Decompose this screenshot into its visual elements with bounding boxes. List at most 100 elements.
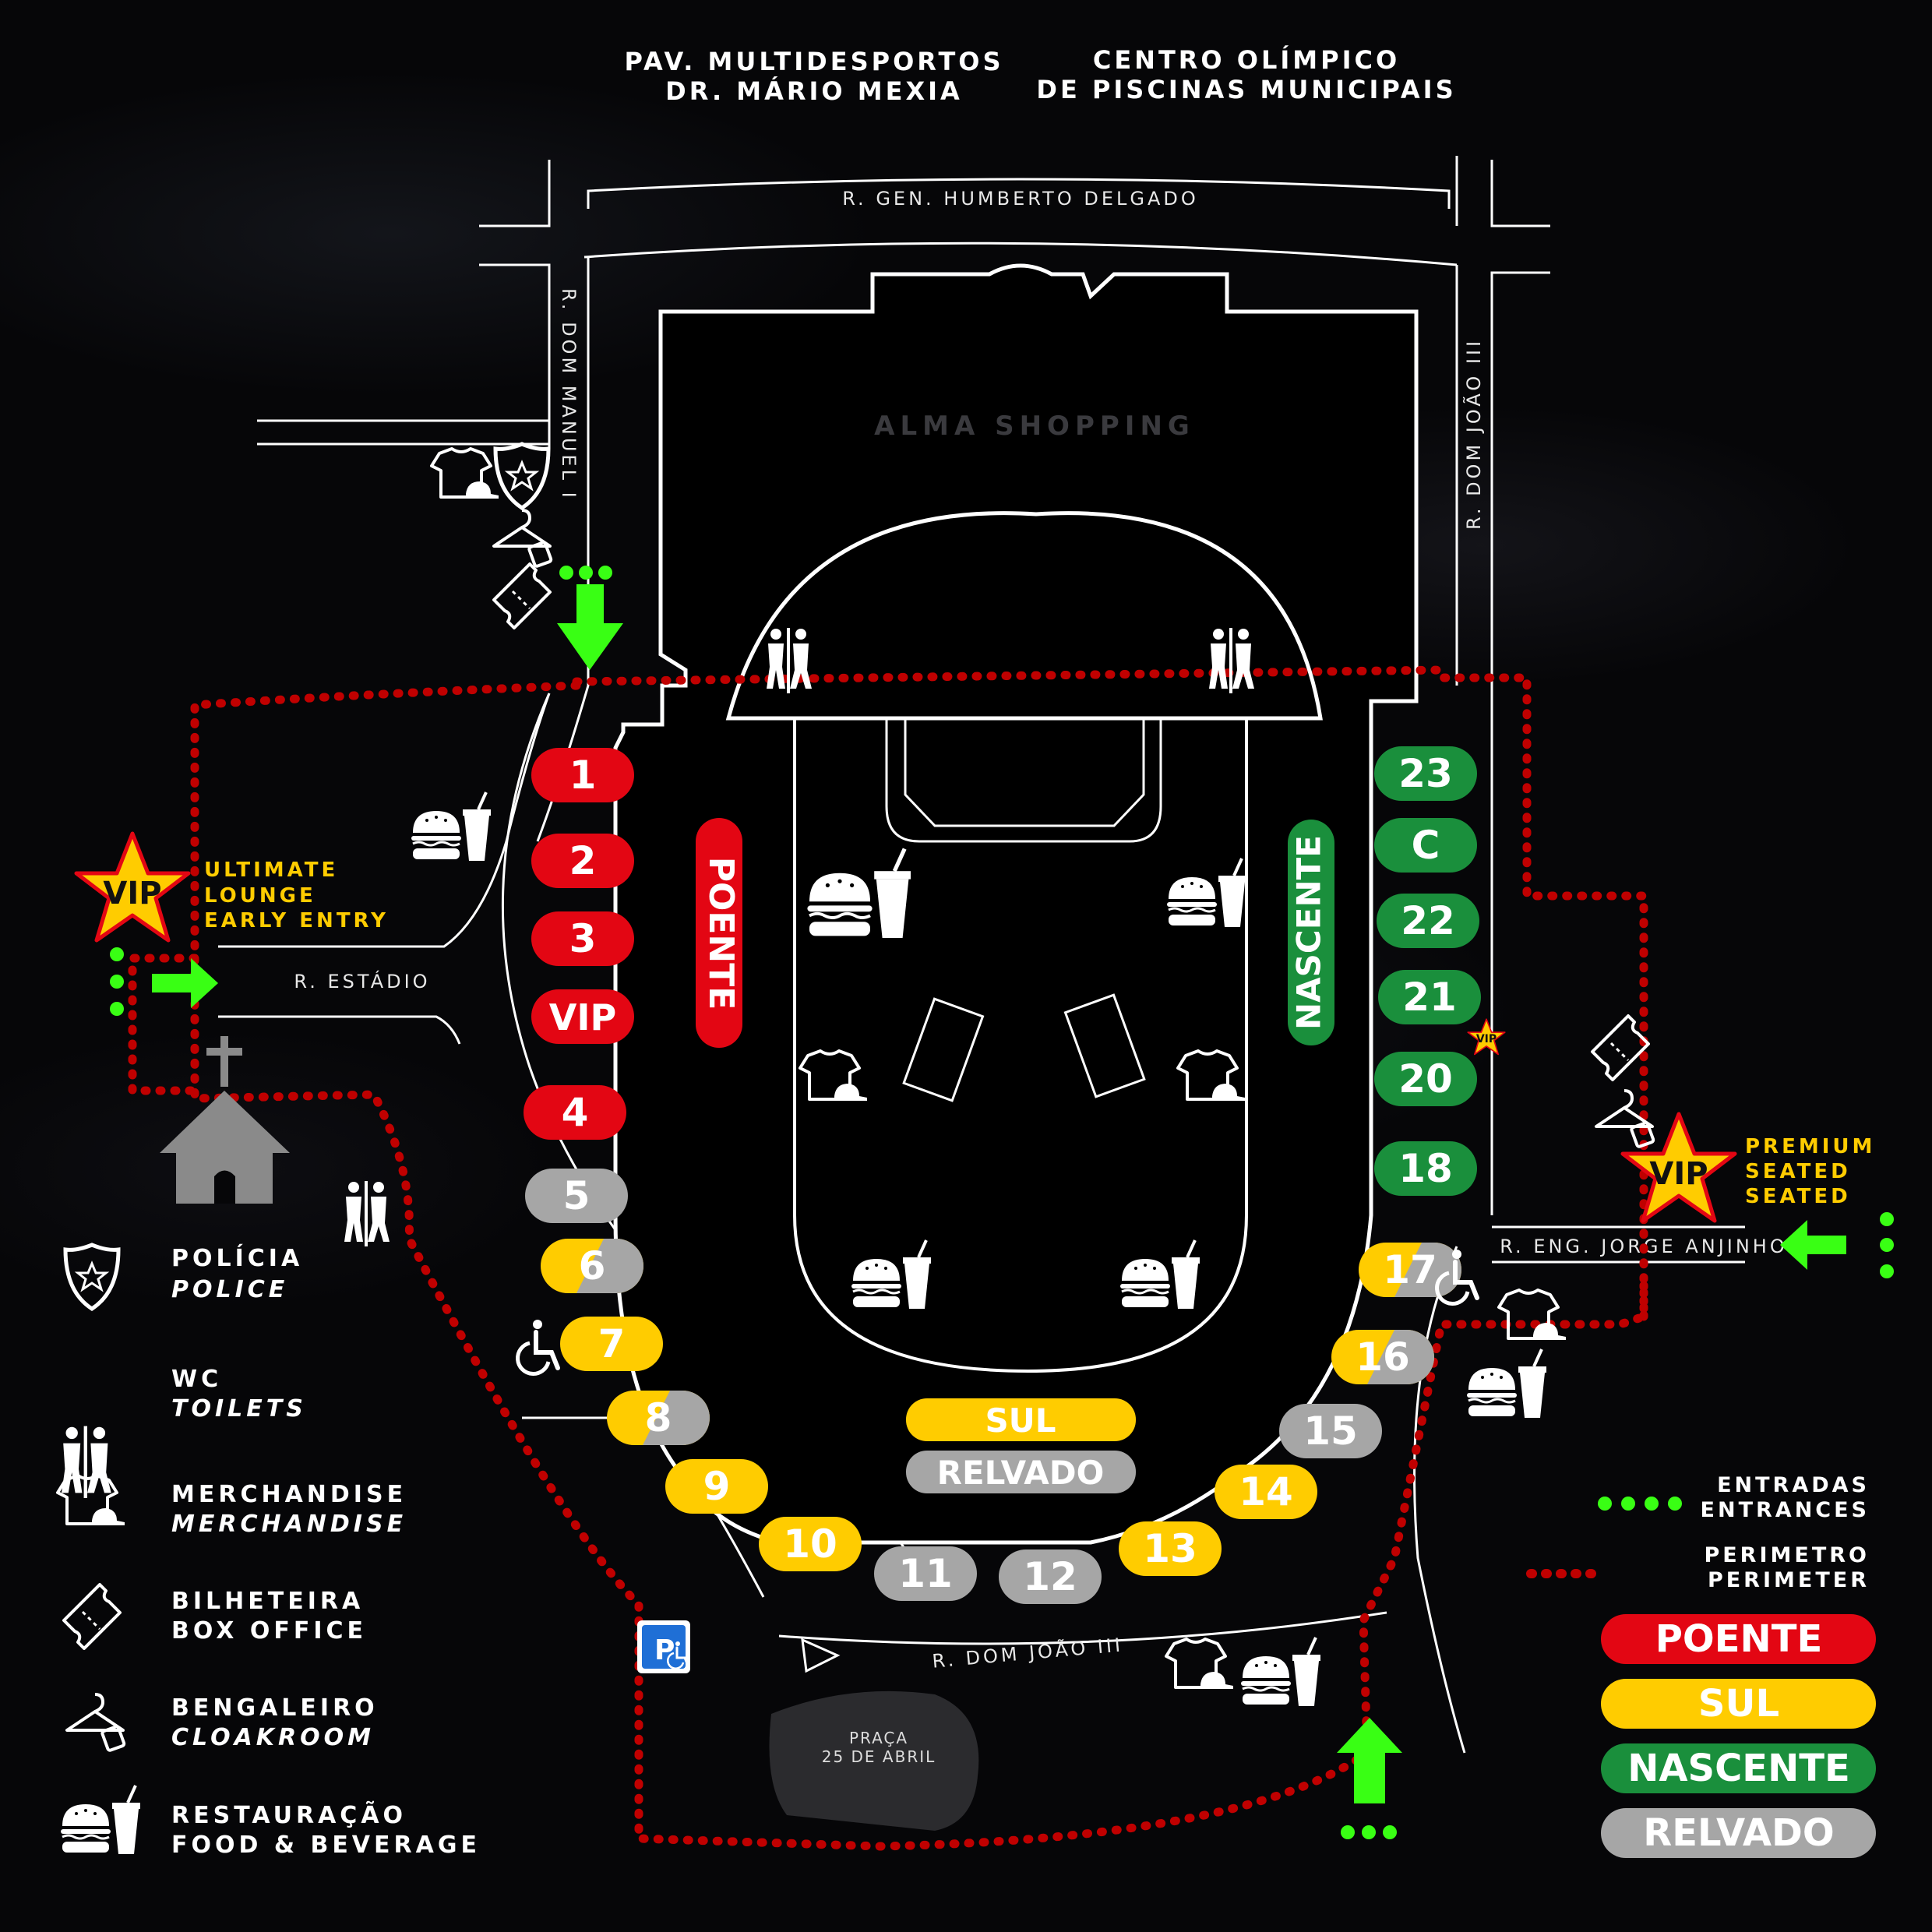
vip-small-star: VIP xyxy=(1467,1018,1506,1056)
vip-left-line1: ULTIMATE xyxy=(204,858,338,882)
praca-shape xyxy=(769,1690,979,1831)
poente-text: POENTE xyxy=(701,857,741,1010)
praca-line1: PRAÇA xyxy=(849,1729,908,1747)
platform-right xyxy=(1063,993,1146,1098)
legend-food-en: FOOD & BEVERAGE xyxy=(171,1832,481,1859)
gate-label: 1 xyxy=(569,753,597,798)
legend-key-relvado: RELVADO xyxy=(1601,1808,1876,1858)
svg-text:P: P xyxy=(654,1634,675,1666)
legend-perimeter: PERIMETRO xyxy=(1704,1543,1870,1567)
legend-box-en: BOX OFFICE xyxy=(171,1617,367,1645)
gate-label: 15 xyxy=(1303,1408,1358,1454)
street-right: R. DOM JOÃO III xyxy=(1461,338,1485,530)
cloakroom-icon xyxy=(492,509,554,569)
gate-label: 17 xyxy=(1383,1247,1437,1292)
legend-police-en: POLICE xyxy=(171,1276,288,1303)
gate-label: 6 xyxy=(579,1243,606,1289)
track xyxy=(793,718,1248,1373)
street-estadio: R. ESTÁDIO xyxy=(294,970,430,992)
poente-label: POENTE xyxy=(696,818,742,1048)
gate-label: 14 xyxy=(1239,1469,1293,1514)
nascente-label: NASCENTE xyxy=(1288,820,1334,1045)
gate-label: 13 xyxy=(1143,1526,1197,1571)
entrance-east xyxy=(1780,1212,1894,1278)
legend-wc: WC xyxy=(171,1366,222,1393)
gate-label: 7 xyxy=(598,1321,626,1366)
svg-text:NASCENTE: NASCENTE xyxy=(1627,1747,1850,1790)
svg-text:VIP: VIP xyxy=(1649,1156,1708,1192)
svg-text:POENTE: POENTE xyxy=(1655,1617,1822,1661)
legend-entrances: ENTRADAS xyxy=(1717,1473,1870,1497)
vip-right-line1: PREMIUM xyxy=(1745,1135,1875,1158)
street-left: R. DOM MANUEL I xyxy=(558,288,580,501)
entrance-north xyxy=(557,566,623,670)
entrance-south xyxy=(1337,1718,1402,1839)
gate-16: 16 xyxy=(1331,1330,1434,1384)
gate-c: C xyxy=(1374,818,1477,873)
legend-merch: MERCHANDISE xyxy=(171,1481,407,1508)
legend-key-nascente: NASCENTE xyxy=(1601,1743,1876,1793)
church-icon xyxy=(160,1036,290,1204)
gate-21: 21 xyxy=(1378,970,1481,1024)
vip-right-star: VIP xyxy=(1623,1114,1735,1221)
food-icon xyxy=(410,791,492,862)
gate-7: 7 xyxy=(560,1317,663,1371)
legend-police-icon xyxy=(65,1245,118,1309)
svg-text:VIP: VIP xyxy=(103,876,161,911)
gate-8: 8 xyxy=(607,1391,710,1445)
legend-police: POLÍCIA xyxy=(171,1244,303,1272)
legend-box: BILHETEIRA xyxy=(171,1588,364,1615)
food-icon xyxy=(1239,1636,1322,1708)
gate-5: 5 xyxy=(525,1169,628,1223)
gate-1: 1 xyxy=(531,748,634,802)
vip-right-line3: SEATED xyxy=(1745,1185,1851,1208)
street-top: R. GEN. HUMBERTO DELGADO xyxy=(842,188,1199,210)
gate-3: 3 xyxy=(531,911,634,966)
legend-food: RESTAURAÇÃO xyxy=(171,1800,407,1829)
praca-line2: 25 DE ABRIL xyxy=(822,1747,936,1766)
entrance-west xyxy=(110,947,218,1016)
merchandise-icon xyxy=(430,447,500,500)
legend-cloak-en: CLOAKROOM xyxy=(171,1724,375,1751)
header-right-line2: DE PISCINAS MUNICIPAIS xyxy=(1036,75,1456,104)
gate-11: 11 xyxy=(874,1546,977,1601)
stage-canopy xyxy=(725,511,1323,721)
gate-label: 23 xyxy=(1398,751,1453,796)
box-office-icon xyxy=(492,562,552,629)
svg-text:RELVADO: RELVADO xyxy=(1643,1811,1834,1855)
gate-label: C xyxy=(1412,823,1440,868)
gate-18: 18 xyxy=(1374,1141,1477,1196)
legend-perimeter-en: PERIMETER xyxy=(1708,1568,1870,1592)
gate-label: 2 xyxy=(569,838,597,883)
legend-key-sul: SUL xyxy=(1601,1679,1876,1729)
gate-label: 4 xyxy=(562,1090,589,1135)
vip-left-star: VIP xyxy=(76,834,189,940)
legend-hanger-icon xyxy=(65,1693,127,1753)
gate-17: 17 xyxy=(1359,1243,1461,1297)
sul-label: SUL xyxy=(906,1398,1136,1441)
gate-22: 22 xyxy=(1377,894,1479,948)
roundabout-arrow xyxy=(801,1638,841,1673)
legend-toilet-icon xyxy=(62,1426,111,1498)
gate-label: VIP xyxy=(549,996,616,1038)
header-right-line1: CENTRO OLÍMPICO xyxy=(1093,45,1400,75)
gate-label: 10 xyxy=(783,1521,837,1567)
gate-label: 18 xyxy=(1398,1146,1453,1191)
legend-wc-en: TOILETS xyxy=(171,1395,307,1423)
merchandise-icon xyxy=(1165,1638,1235,1690)
gate-10: 10 xyxy=(759,1517,862,1571)
vip-right-line2: SEATED xyxy=(1745,1160,1851,1183)
gate-14: 14 xyxy=(1215,1465,1317,1519)
gate-20: 20 xyxy=(1374,1052,1477,1106)
vip-left-line2: LOUNGE xyxy=(204,884,316,908)
gate-4: 4 xyxy=(524,1085,626,1140)
vip-left-line3: EARLY ENTRY xyxy=(204,909,389,933)
toilet-icon xyxy=(344,1181,390,1246)
legend-food-icon xyxy=(59,1784,142,1856)
gate-label: 12 xyxy=(1023,1554,1077,1599)
legend-entrances-en: ENTRANCES xyxy=(1701,1498,1870,1522)
sul-text: SUL xyxy=(985,1401,1056,1440)
accessible-parking-icon: P xyxy=(637,1620,690,1673)
